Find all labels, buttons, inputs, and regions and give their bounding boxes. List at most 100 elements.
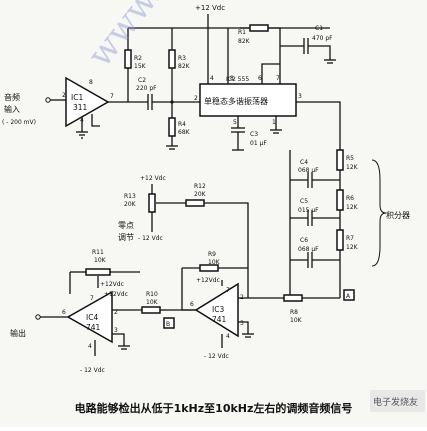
junction-c2 bbox=[170, 100, 174, 104]
r13-value: 20K bbox=[124, 201, 137, 208]
zero-adjust-1: 零点 bbox=[118, 221, 134, 230]
r10-resistor bbox=[141, 306, 161, 314]
output-terminal bbox=[35, 314, 41, 320]
ic1-pin-7: 7 bbox=[110, 93, 114, 100]
zero-adjust-2: 调节 bbox=[118, 233, 134, 242]
ic2-pin-8: 8 bbox=[230, 75, 234, 82]
input-label-1: 音频 bbox=[4, 92, 20, 102]
r4-value: 68K bbox=[178, 129, 191, 136]
r13-plus-label: +12 Vdc bbox=[140, 175, 166, 182]
ic2-pin-5: 5 bbox=[233, 119, 237, 126]
r3-value: 82K bbox=[178, 63, 191, 70]
c6-value: 068 μF bbox=[298, 246, 319, 253]
r10-name: R10 bbox=[146, 291, 158, 298]
c3-name: C3 bbox=[250, 131, 258, 138]
r6-value: 12K bbox=[346, 204, 359, 211]
ic1-pin1-wire bbox=[91, 114, 100, 127]
ic4-plus-wire bbox=[112, 333, 125, 346]
ic2-pin-3: 3 bbox=[298, 93, 302, 100]
r8-value: 10K bbox=[290, 317, 303, 324]
c1-name: C1 bbox=[315, 25, 323, 32]
input-label-2: 输入 bbox=[4, 104, 20, 114]
r7-resistor bbox=[336, 229, 344, 251]
r3-name: R3 bbox=[178, 55, 186, 62]
ic3-name: IC3 bbox=[212, 305, 224, 314]
c5-name: C5 bbox=[300, 198, 308, 205]
r12-to-ic3-wire bbox=[204, 202, 249, 298]
ic4-pin-6: 6 bbox=[62, 309, 66, 316]
c3-value: 01 μF bbox=[250, 140, 267, 147]
svg-text:电子发烧友: 电子发烧友 bbox=[373, 396, 418, 408]
input-range: ( - 200 mV) bbox=[2, 119, 36, 126]
r1-value: 82K bbox=[238, 38, 251, 45]
ic3-pin-4: 4 bbox=[226, 333, 230, 340]
r2-name: R2 bbox=[134, 55, 142, 62]
node-a-label: A bbox=[346, 293, 351, 300]
ic3-pin-7: 7 bbox=[226, 287, 230, 294]
integrator-label: 积分器 bbox=[386, 210, 410, 220]
figure-caption: 电路能够检出从低于1kHz至10kHz左右的调频音频信号 bbox=[74, 402, 353, 415]
ic4-plus-label: +12Vdc bbox=[104, 291, 128, 298]
r13-name: R13 bbox=[124, 193, 136, 200]
ic3-plus-wire bbox=[238, 321, 249, 334]
ic2-pin-1: 1 bbox=[272, 119, 276, 126]
integrator-brace bbox=[371, 159, 387, 267]
output-label: 输出 bbox=[10, 328, 26, 338]
ic3-minus-label: - 12 Vdc bbox=[204, 353, 229, 360]
ic4-pin-7: 7 bbox=[90, 295, 94, 302]
c1-value: 470 pF bbox=[312, 35, 333, 42]
r6-resistor bbox=[336, 189, 344, 211]
r5-value: 12K bbox=[346, 164, 359, 171]
c2-value: 220 pF bbox=[136, 85, 157, 92]
r6-name: R6 bbox=[346, 195, 354, 202]
ic4-pin-4: 4 bbox=[88, 343, 92, 350]
r13-resistor bbox=[148, 193, 156, 213]
r7-value: 12K bbox=[346, 244, 359, 251]
ic4-minus-label: - 12 Vdc bbox=[80, 367, 105, 374]
ic4-pin-3: 3 bbox=[114, 327, 118, 334]
ic1-pin-8: 8 bbox=[89, 79, 93, 86]
r1-name: R1 bbox=[238, 29, 246, 36]
c4-value: 068 μF bbox=[298, 167, 319, 174]
r11-name: R11 bbox=[92, 249, 104, 256]
r10-value: 10K bbox=[146, 299, 159, 306]
ic4-opamp bbox=[66, 290, 113, 344]
r8-resistor bbox=[283, 294, 303, 302]
ic1-pin-2: 2 bbox=[62, 92, 66, 99]
r13-minus-label: - 12 Vdc bbox=[138, 235, 163, 242]
r7-name: R7 bbox=[346, 235, 354, 242]
ic3-left-wire bbox=[181, 268, 196, 311]
r8-name: R8 bbox=[290, 309, 298, 316]
ic3-part: 741 bbox=[212, 315, 227, 324]
r1-right-wire bbox=[268, 27, 281, 84]
ic2-pin-7: 7 bbox=[276, 75, 280, 82]
r12-resistor bbox=[185, 199, 205, 207]
r12-value: 20K bbox=[194, 191, 207, 198]
c6-name: C6 bbox=[300, 237, 308, 244]
node-b-label: B bbox=[166, 321, 170, 328]
node-b-box bbox=[163, 317, 175, 329]
ic3-pin-3: 3 bbox=[240, 320, 244, 327]
r5-resistor bbox=[336, 149, 344, 171]
ic4-pin-2: 2 bbox=[114, 309, 118, 316]
ic4-name: IC4 bbox=[86, 313, 98, 322]
input-terminal bbox=[45, 97, 51, 103]
r9-name: R9 bbox=[208, 251, 216, 258]
ic2-pin-2: 2 bbox=[194, 95, 198, 102]
ic4-part: 741 bbox=[86, 323, 101, 332]
ic2-name: IC2 555 bbox=[226, 76, 249, 83]
ic2-pin-6: 6 bbox=[258, 75, 262, 82]
ic3-pin-6: 6 bbox=[190, 301, 194, 308]
site-logo: 电子发烧友 bbox=[370, 390, 425, 412]
c2-name: C2 bbox=[138, 77, 146, 84]
r5-name: R5 bbox=[346, 155, 354, 162]
r11-plus-label: +12Vdc bbox=[100, 281, 124, 288]
top-supply-label: +12 Vdc bbox=[195, 4, 225, 12]
r2-value: 15K bbox=[134, 63, 147, 70]
ic2-555-box bbox=[199, 83, 297, 117]
ic1-name: IC1 bbox=[71, 93, 83, 102]
ic2-function: 单稳态多谐振荡器 bbox=[204, 96, 268, 106]
r4-name: R4 bbox=[178, 121, 186, 128]
